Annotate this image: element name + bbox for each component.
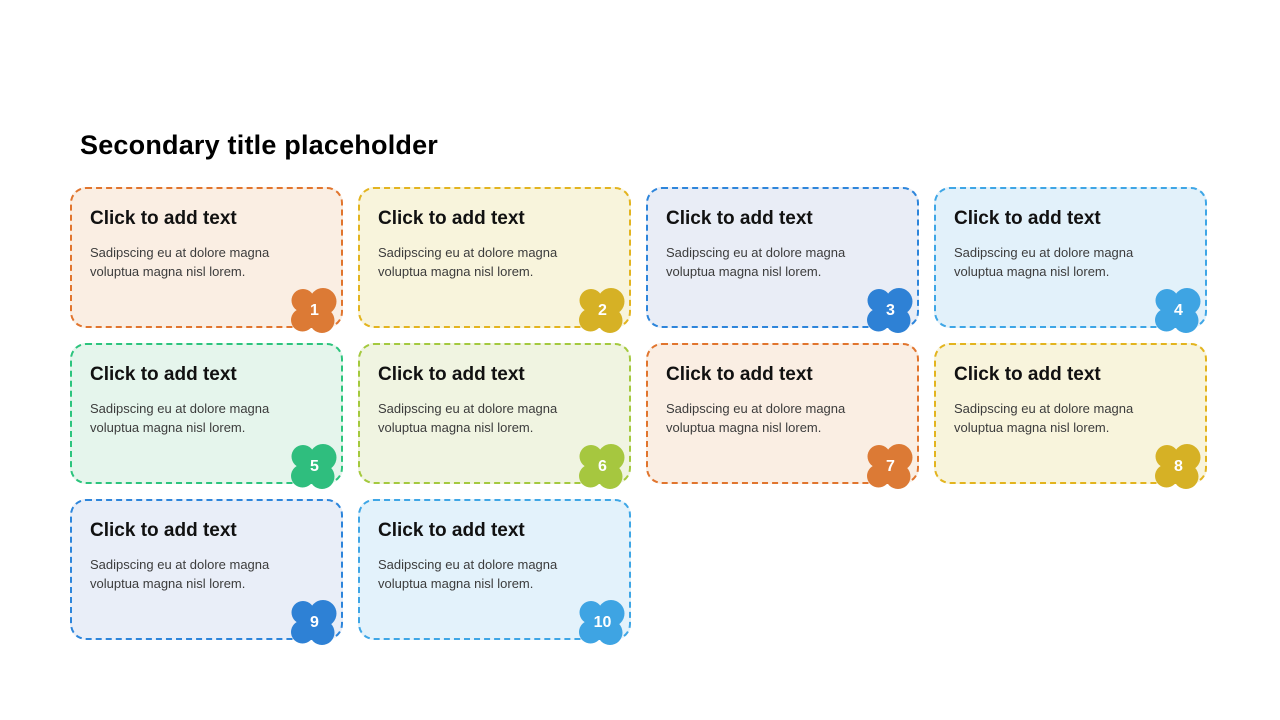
badge-blob-icon	[1155, 288, 1201, 333]
number-badge: 10	[578, 600, 627, 646]
badge-number: 6	[598, 458, 607, 475]
placeholder-card[interactable]: Click to add text Sadipscing eu at dolor…	[646, 343, 919, 489]
card-body-text[interactable]: Sadipscing eu at dolore magna voluptua m…	[90, 401, 270, 435]
card-heading[interactable]: Click to add text	[954, 364, 1101, 385]
card-heading[interactable]: Click to add text	[666, 364, 813, 385]
card-heading[interactable]: Click to add text	[378, 364, 525, 385]
number-badge: 6	[578, 444, 627, 490]
card-body-text[interactable]: Sadipscing eu at dolore magna voluptua m…	[666, 245, 846, 279]
card-body-text[interactable]: Sadipscing eu at dolore magna voluptua m…	[954, 401, 1134, 435]
card-body-text[interactable]: Sadipscing eu at dolore magna voluptua m…	[378, 557, 558, 591]
card-body-text[interactable]: Sadipscing eu at dolore magna voluptua m…	[90, 245, 270, 279]
card-heading[interactable]: Click to add text	[90, 520, 237, 541]
placeholder-card[interactable]: Click to add text Sadipscing eu at dolor…	[358, 499, 631, 645]
badge-blob-icon	[579, 288, 625, 333]
badge-blob-icon	[867, 288, 913, 333]
badge-number: 2	[598, 302, 607, 319]
badge-blob-icon	[867, 444, 913, 489]
number-badge: 1	[290, 288, 339, 334]
badge-blob-icon	[1155, 444, 1201, 489]
badge-number: 1	[310, 302, 319, 319]
card-heading[interactable]: Click to add text	[666, 208, 813, 229]
badge-number: 10	[593, 614, 612, 631]
card-heading[interactable]: Click to add text	[378, 208, 525, 229]
number-badge: 7	[866, 444, 915, 490]
badge-number: 9	[310, 614, 319, 631]
card-body-text[interactable]: Sadipscing eu at dolore magna voluptua m…	[90, 557, 270, 591]
placeholder-card[interactable]: Click to add text Sadipscing eu at dolor…	[934, 343, 1207, 489]
badge-number: 7	[886, 458, 895, 475]
placeholder-card[interactable]: Click to add text Sadipscing eu at dolor…	[70, 187, 343, 333]
badge-blob-icon	[579, 600, 625, 645]
card-heading[interactable]: Click to add text	[90, 208, 237, 229]
placeholder-card[interactable]: Click to add text Sadipscing eu at dolor…	[934, 187, 1207, 333]
placeholder-card[interactable]: Click to add text Sadipscing eu at dolor…	[70, 499, 343, 645]
badge-blob-icon	[579, 444, 625, 489]
badge-number: 4	[1174, 302, 1183, 319]
placeholder-card[interactable]: Click to add text Sadipscing eu at dolor…	[358, 343, 631, 489]
number-badge: 4	[1154, 288, 1203, 334]
badge-number: 3	[886, 302, 895, 319]
card-heading[interactable]: Click to add text	[90, 364, 237, 385]
number-badge: 2	[578, 288, 627, 334]
slide-secondary-title[interactable]: Secondary title placeholder	[80, 130, 439, 160]
number-badge: 3	[866, 288, 915, 334]
number-badge: 9	[290, 600, 339, 646]
badge-number: 8	[1174, 458, 1183, 475]
number-badge: 5	[290, 444, 339, 490]
cards-grid: Click to add text Sadipscing eu at dolor…	[70, 187, 1207, 645]
card-body-text[interactable]: Sadipscing eu at dolore magna voluptua m…	[954, 245, 1134, 279]
card-body-text[interactable]: Sadipscing eu at dolore magna voluptua m…	[666, 401, 846, 435]
number-badge: 8	[1154, 444, 1203, 490]
card-heading[interactable]: Click to add text	[378, 520, 525, 541]
placeholder-card[interactable]: Click to add text Sadipscing eu at dolor…	[358, 187, 631, 333]
placeholder-card[interactable]: Click to add text Sadipscing eu at dolor…	[646, 187, 919, 333]
badge-blob-icon	[291, 288, 337, 333]
card-heading[interactable]: Click to add text	[954, 208, 1101, 229]
badge-blob-icon	[291, 600, 337, 645]
badge-number: 5	[310, 458, 319, 475]
placeholder-card[interactable]: Click to add text Sadipscing eu at dolor…	[70, 343, 343, 489]
card-body-text[interactable]: Sadipscing eu at dolore magna voluptua m…	[378, 245, 558, 279]
badge-blob-icon	[291, 444, 337, 489]
card-body-text[interactable]: Sadipscing eu at dolore magna voluptua m…	[378, 401, 558, 435]
